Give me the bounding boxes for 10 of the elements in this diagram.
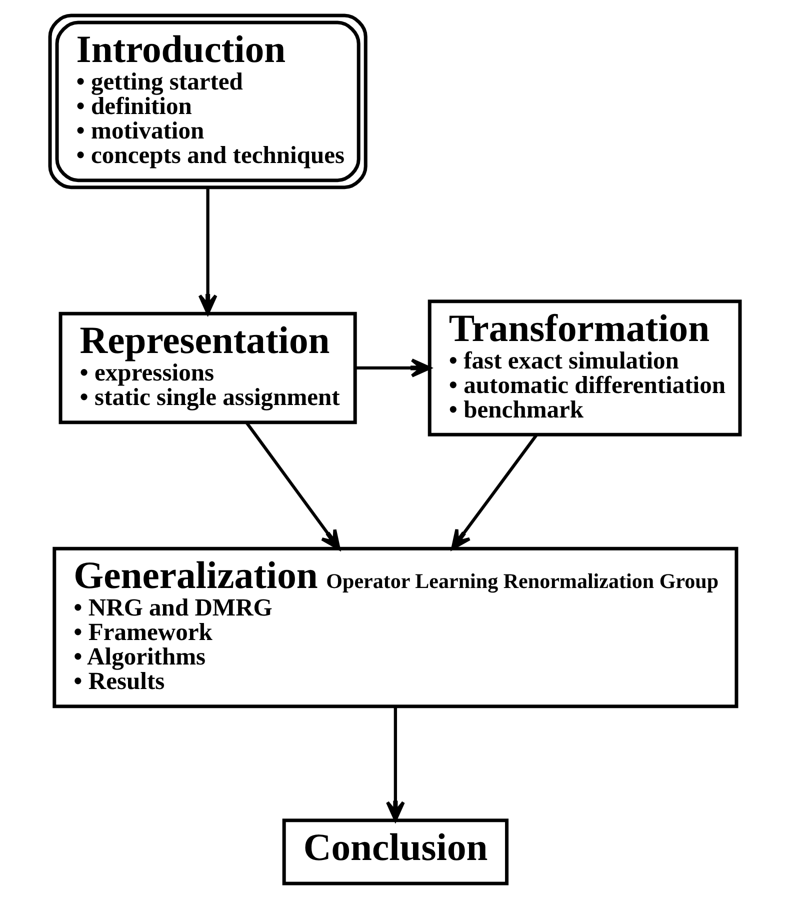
- arrow: [198, 188, 217, 315]
- arrow: [385, 706, 404, 822]
- node-box: Introduction • getting started • definition • motivation • concepts and techniques: [48, 14, 367, 190]
- node-box: Generalization Operator Learning Renormalization Group • NRG and DMRG • Framework • Algorithms • Results: [52, 546, 738, 708]
- arrow: [244, 422, 340, 550]
- node-box: Representation • expressions • static single assignment: [58, 312, 356, 424]
- arrow: [450, 434, 538, 550]
- node-box: Conclusion: [282, 818, 508, 886]
- arrow: [355, 358, 431, 378]
- node-box: Transformation • fast exact simulation • automatic differentiation • benchmark: [427, 300, 742, 436]
